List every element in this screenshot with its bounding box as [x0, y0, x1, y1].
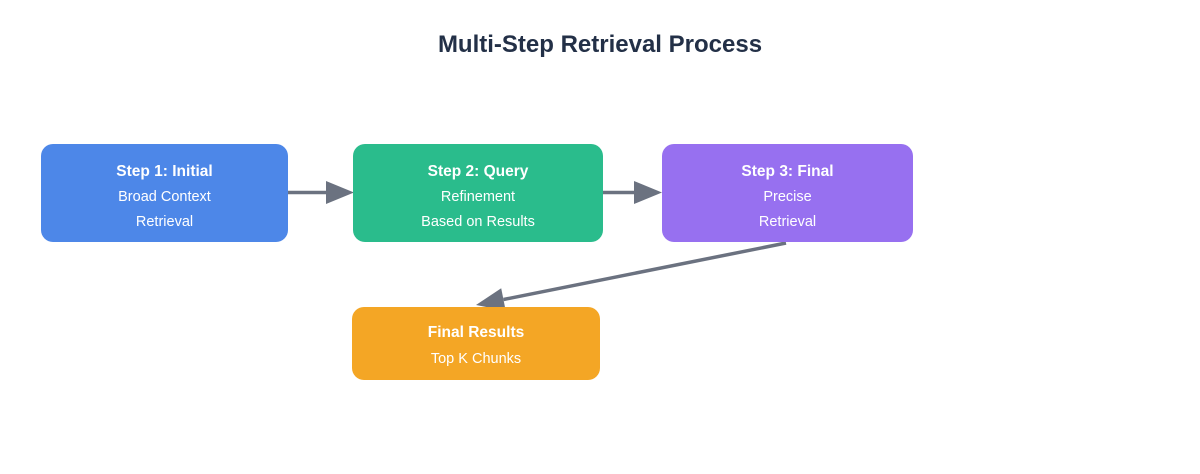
node-step3-line: Precise	[763, 189, 812, 205]
node-step1-title: Step 1: Initial	[116, 163, 213, 180]
node-step1-line: Broad Context	[118, 189, 211, 205]
node-final-results-line: Top K Chunks	[430, 350, 522, 367]
node-final-results: Final Results Top K Chunks	[352, 307, 600, 380]
node-step2-title: Step 2: Query	[427, 163, 529, 180]
node-step3-line: Retrieval	[758, 214, 817, 230]
node-step1-line: Retrieval	[135, 214, 194, 230]
arrow-step3-final	[476, 241, 787, 311]
node-step2-line: Based on Results	[421, 214, 535, 230]
arrow-step2-step3	[603, 181, 662, 204]
node-step2-line: Refinement	[440, 189, 516, 205]
node-step1: Step 1: Initial Broad Context Retrieval	[41, 144, 288, 242]
node-step3: Step 3: Final Precise Retrieval	[662, 144, 913, 242]
node-step3-title: Step 3: Final	[741, 163, 834, 180]
node-final-results-title: Final Results	[427, 323, 525, 341]
arrow-step1-step2	[288, 181, 354, 204]
diagram-title: Multi-Step Retrieval Process	[437, 31, 763, 58]
node-step2: Step 2: Query Refinement Based on Result…	[353, 144, 603, 242]
